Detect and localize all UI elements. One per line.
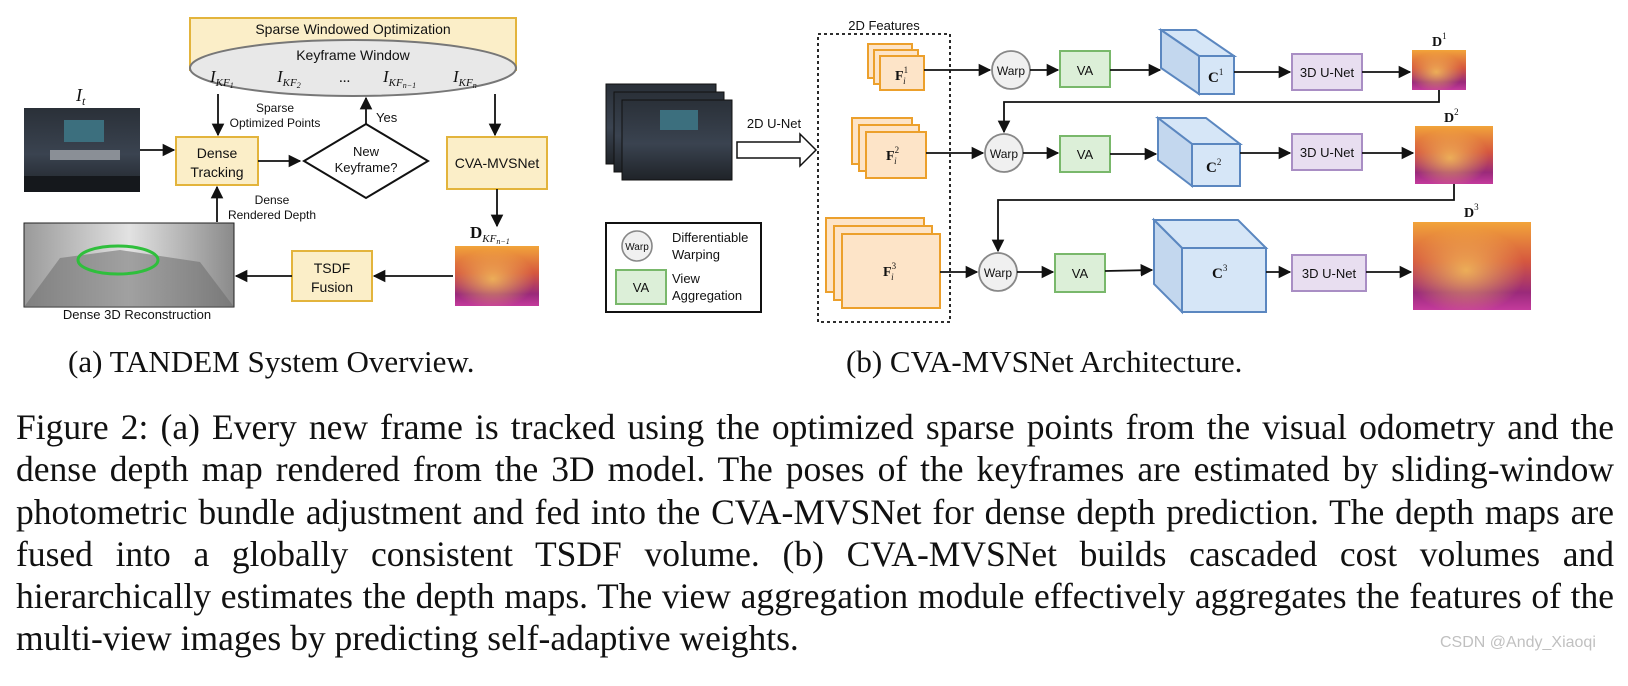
va-label-1: VA xyxy=(1077,63,1094,78)
warp-label-1: Warp xyxy=(997,64,1026,78)
unet2d-arrow xyxy=(736,132,818,168)
kf-ellipsis: ... xyxy=(339,70,350,86)
panel-a-arrows xyxy=(140,94,504,283)
yes-label: Yes xyxy=(376,110,398,125)
features-dotted-box xyxy=(817,33,951,323)
input-frame-label: It xyxy=(75,85,86,108)
tsdf-line2: Fusion xyxy=(311,279,353,295)
watermark: CSDN @Andy_Xiaoqi xyxy=(1440,634,1596,651)
depth-map-1 xyxy=(1412,50,1466,90)
va-box-3 xyxy=(1054,253,1106,293)
cva-mvsnet-box xyxy=(446,136,548,190)
new-keyframe-line2: Keyframe? xyxy=(335,160,398,175)
reconstruction-image xyxy=(23,222,235,308)
depth-map-3 xyxy=(1413,222,1531,310)
input-image-stack xyxy=(605,83,733,181)
legend-va-text-2: Aggregation xyxy=(672,288,742,303)
cost-volume-1 xyxy=(1157,28,1238,96)
input-frame-image xyxy=(24,108,140,192)
panel-b-arrows xyxy=(924,63,1455,279)
dense-tracking-line1: Dense xyxy=(197,145,238,161)
kf-n-minus-1: IKFn−1 xyxy=(382,67,416,90)
depth-map-2 xyxy=(1415,126,1493,184)
legend-va-icon-label: VA xyxy=(633,280,650,295)
cva-mvsnet-label: CVA-MVSNet xyxy=(455,155,540,171)
sparse-points-line2: Optimized Points xyxy=(230,116,321,130)
figure-caption: Figure 2: (a) Every new frame is tracked… xyxy=(16,406,1614,660)
legend-va-text-1: View xyxy=(672,271,701,286)
sparse-window-title: Sparse Windowed Optimization xyxy=(255,21,450,37)
warp-label-3: Warp xyxy=(984,266,1013,280)
reconstruction-label: Dense 3D Reconstruction xyxy=(63,307,211,322)
depth-label-3: D3 xyxy=(1464,202,1479,221)
depth-label-2: D2 xyxy=(1444,107,1459,126)
unet2d-label: 2D U-Net xyxy=(747,116,802,131)
legend-warp-icon xyxy=(621,230,653,262)
legend-warp-text-2: Warping xyxy=(672,247,720,262)
va-box-2 xyxy=(1059,135,1111,173)
cost-volume-2 xyxy=(1155,115,1243,189)
legend-warp-icon-label: Warp xyxy=(625,242,649,253)
cost-label-2: C2 xyxy=(1206,157,1221,176)
cost-volume-3 xyxy=(1151,217,1269,315)
depth-output-image xyxy=(455,246,539,306)
panel-a-caption: (a) TANDEM System Overview. xyxy=(68,344,474,379)
unet3d-label-2: 3D U-Net xyxy=(1300,145,1355,160)
keyframe-window-label: Keyframe Window xyxy=(296,47,410,63)
figure-caption-label: Figure 2: xyxy=(16,407,149,447)
kf-2: IKF2 xyxy=(276,67,301,90)
new-keyframe-line1: New xyxy=(353,144,380,159)
panel-b-caption: (b) CVA-MVSNet Architecture. xyxy=(846,344,1242,379)
features-title: 2D Features xyxy=(848,18,920,33)
unet3d-label-3: 3D U-Net xyxy=(1302,266,1357,281)
unet3d-box-1 xyxy=(1291,53,1363,91)
kf-1: IKF1 xyxy=(209,67,234,90)
va-box-1 xyxy=(1059,50,1111,88)
feature-stack-3 xyxy=(825,217,941,309)
keyframe-window-ellipse xyxy=(189,39,517,97)
cost-label-1: C1 xyxy=(1208,67,1223,86)
unet3d-box-3 xyxy=(1291,254,1367,292)
va-label-3: VA xyxy=(1072,266,1089,281)
warp-label-2: Warp xyxy=(990,147,1019,161)
feature-stack-1 xyxy=(867,43,925,91)
unet3d-label-1: 3D U-Net xyxy=(1300,65,1355,80)
unet3d-box-2 xyxy=(1291,133,1363,171)
legend-box: Warp Differentiable Warping VA View Aggr… xyxy=(605,222,762,313)
kf-n: IKFn xyxy=(452,67,477,90)
tsdf-fusion-box xyxy=(291,250,373,302)
feature-stack-2 xyxy=(851,117,927,179)
dense-depth-line1: Dense xyxy=(255,193,290,207)
cost-label-3: C3 xyxy=(1212,263,1228,282)
tsdf-line1: TSDF xyxy=(314,260,351,276)
va-label-2: VA xyxy=(1077,147,1094,162)
figure-caption-text: (a) Every new frame is tracked using the… xyxy=(16,407,1614,659)
legend-va-icon xyxy=(615,269,667,305)
legend-warp-text-1: Differentiable xyxy=(672,230,748,245)
new-keyframe-diamond xyxy=(302,122,430,200)
depth-output-label: DKFn−1 xyxy=(470,223,510,246)
dense-depth-line2: Rendered Depth xyxy=(228,208,316,222)
sparse-points-line1: Sparse xyxy=(256,101,294,115)
panel-a: Sparse Windowed Optimization Keyframe Wi… xyxy=(23,17,548,379)
depth-label-1: D1 xyxy=(1432,31,1447,50)
dense-tracking-line2: Tracking xyxy=(190,164,243,180)
